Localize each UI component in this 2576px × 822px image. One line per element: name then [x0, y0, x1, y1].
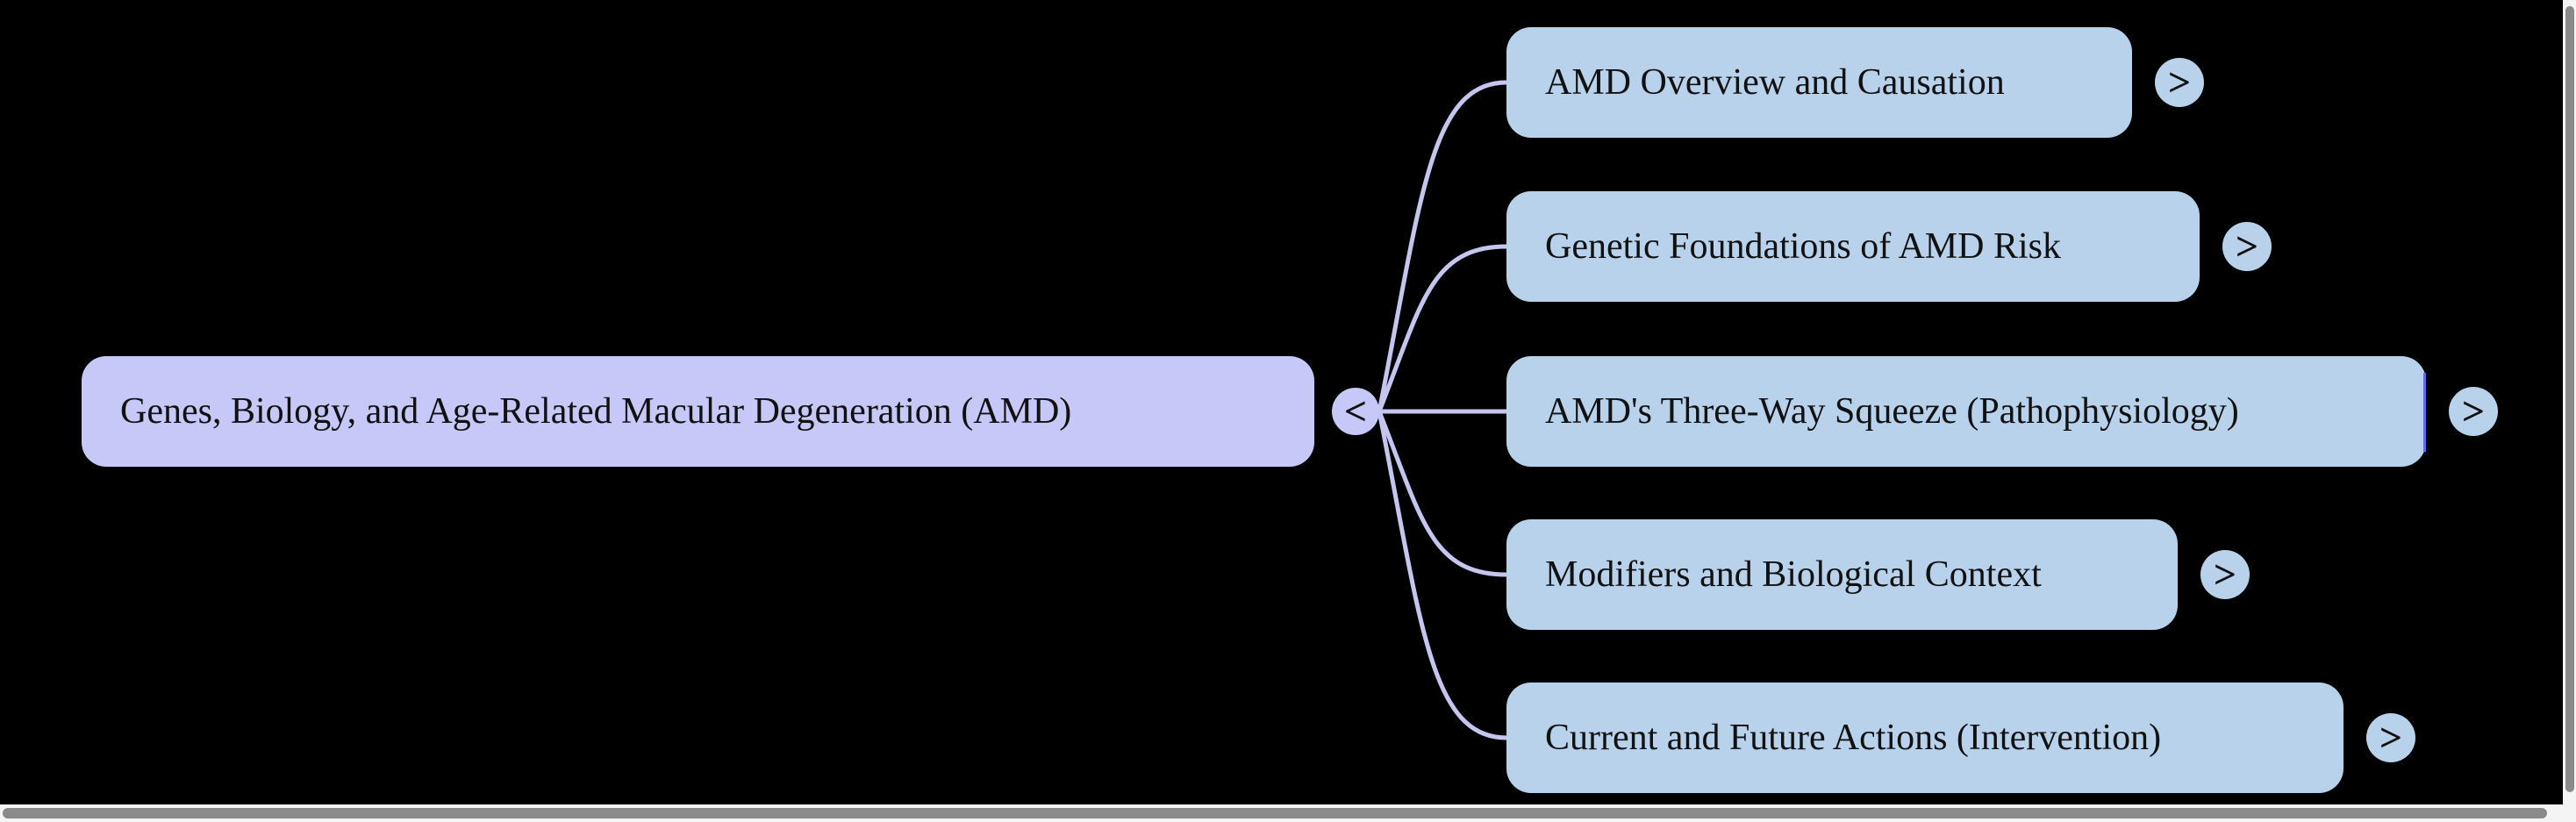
expand-arrow-icon: >	[2379, 715, 2403, 760]
child-node-modifiers-context[interactable]: Modifiers and Biological Context	[1506, 519, 2178, 630]
child-node-label: Current and Future Actions (Intervention…	[1545, 718, 2162, 758]
expand-toggle-modifiers-context[interactable]: >	[2200, 550, 2250, 599]
root-node[interactable]: Genes, Biology, and Age-Related Macular …	[82, 356, 1314, 467]
expand-toggle-future-actions[interactable]: >	[2366, 713, 2415, 762]
link-curve-child-4	[1377, 409, 1509, 577]
child-node-amd-overview[interactable]: AMD Overview and Causation	[1506, 27, 2132, 138]
vertical-scrollbar-thumb[interactable]	[2565, 6, 2574, 792]
link-curve-child-2	[1377, 244, 1509, 414]
root-node-label: Genes, Biology, and Age-Related Macular …	[120, 391, 1072, 432]
root-collapse-toggle[interactable]: <	[1332, 388, 1379, 435]
expand-toggle-three-way-squeeze[interactable]: >	[2449, 387, 2498, 436]
child-node-label: AMD's Three-Way Squeeze (Pathophysiology…	[1545, 391, 2239, 432]
child-node-label: AMD Overview and Causation	[1545, 62, 2005, 103]
link-curve-child-5	[1377, 409, 1509, 740]
child-node-genetic-foundations[interactable]: Genetic Foundations of AMD Risk	[1506, 191, 2200, 302]
child-node-three-way-squeeze[interactable]: AMD's Three-Way Squeeze (Pathophysiology…	[1506, 356, 2426, 467]
collapse-arrow-icon: <	[1343, 389, 1368, 433]
expand-toggle-amd-overview[interactable]: >	[2155, 58, 2204, 107]
link-curve-child-1	[1377, 80, 1509, 414]
child-node-label: Modifiers and Biological Context	[1545, 554, 2042, 595]
horizontal-scrollbar-track[interactable]	[0, 804, 2576, 822]
expand-arrow-icon: >	[2167, 60, 2192, 104]
vertical-scrollbar-track[interactable]	[2563, 0, 2576, 804]
expand-arrow-icon: >	[2235, 224, 2259, 268]
node-edge-caret	[2423, 373, 2426, 452]
child-node-future-actions[interactable]: Current and Future Actions (Intervention…	[1506, 683, 2343, 793]
expand-toggle-genetic-foundations[interactable]: >	[2222, 222, 2272, 271]
expand-arrow-icon: >	[2213, 552, 2237, 597]
child-node-label: Genetic Foundations of AMD Risk	[1545, 226, 2061, 267]
expand-arrow-icon: >	[2461, 389, 2486, 433]
horizontal-scrollbar-thumb[interactable]	[3, 808, 2547, 818]
